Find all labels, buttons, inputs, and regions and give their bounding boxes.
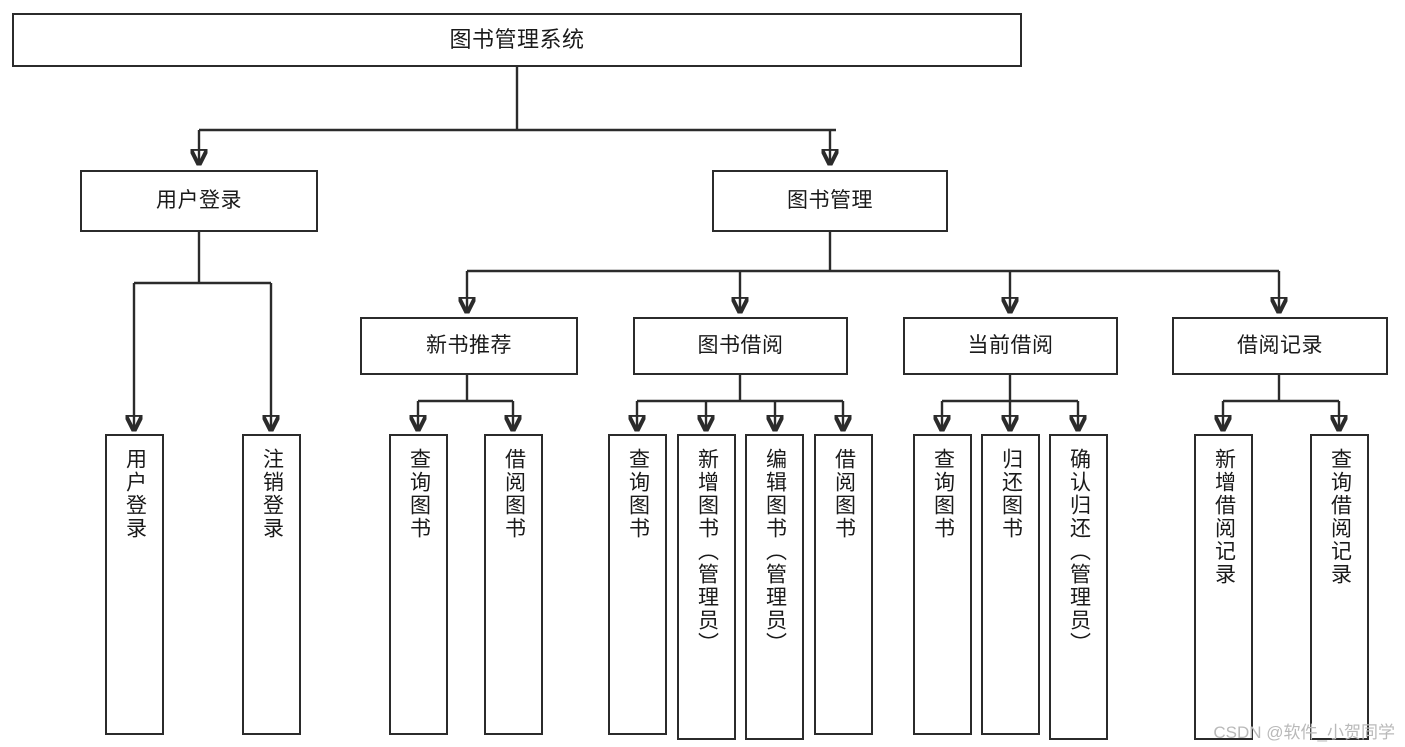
leaf-book-borrow-add-book-admin[interactable]: 新增图书（管理员）	[677, 434, 736, 740]
node-borrow-record[interactable]: 借阅记录	[1172, 317, 1388, 375]
leaf-user-login-logout[interactable]: 注销登录	[242, 434, 301, 735]
leaf-borrow-record-query-record[interactable]: 查询借阅记录	[1310, 434, 1369, 740]
node-label: 图书管理系统	[449, 27, 585, 53]
leaf-book-borrow-query-book[interactable]: 查询图书	[608, 434, 667, 735]
node-label: 借阅图书	[832, 448, 856, 540]
node-label: 图书管理	[787, 188, 873, 212]
node-label: 归还图书	[999, 448, 1023, 540]
node-label: 新增图书（管理员）	[695, 448, 719, 655]
node-label: 确认归还（管理员）	[1067, 448, 1091, 655]
node-label: 当前借阅	[967, 333, 1054, 357]
node-label: 借阅记录	[1237, 333, 1323, 357]
node-label: 编辑图书（管理员）	[763, 448, 787, 655]
node-label: 查询图书	[931, 448, 955, 540]
node-label: 查询图书	[626, 448, 650, 540]
node-current-borrow[interactable]: 当前借阅	[903, 317, 1118, 375]
leaf-book-borrow-edit-book-admin[interactable]: 编辑图书（管理员）	[745, 434, 804, 740]
node-new-book-recommend[interactable]: 新书推荐	[360, 317, 578, 375]
node-book-borrow[interactable]: 图书借阅	[633, 317, 848, 375]
node-label: 借阅图书	[502, 448, 526, 540]
leaf-current-borrow-query-book[interactable]: 查询图书	[913, 434, 972, 735]
node-label: 用户登录	[123, 448, 147, 540]
leaf-new-book-borrow-book[interactable]: 借阅图书	[484, 434, 543, 735]
node-label: 新增借阅记录	[1212, 448, 1236, 586]
node-label: 用户登录	[156, 188, 242, 212]
leaf-current-borrow-confirm-return-admin[interactable]: 确认归还（管理员）	[1049, 434, 1108, 740]
leaf-user-login-login[interactable]: 用户登录	[105, 434, 164, 735]
node-label: 查询借阅记录	[1328, 448, 1352, 586]
leaf-book-borrow-borrow-book[interactable]: 借阅图书	[814, 434, 873, 735]
leaf-borrow-record-add-record[interactable]: 新增借阅记录	[1194, 434, 1253, 740]
node-label: 新书推荐	[426, 333, 512, 357]
node-root-system[interactable]: 图书管理系统	[12, 13, 1022, 67]
leaf-new-book-query-book[interactable]: 查询图书	[389, 434, 448, 735]
csdn-watermark: CSDN @软件_小贺同学	[1213, 723, 1395, 742]
node-label: 图书借阅	[697, 333, 784, 357]
node-label: 查询图书	[407, 448, 431, 540]
leaf-current-borrow-return-book[interactable]: 归还图书	[981, 434, 1040, 735]
node-user-login[interactable]: 用户登录	[80, 170, 318, 232]
node-book-management[interactable]: 图书管理	[712, 170, 948, 232]
node-label: 注销登录	[260, 448, 284, 540]
